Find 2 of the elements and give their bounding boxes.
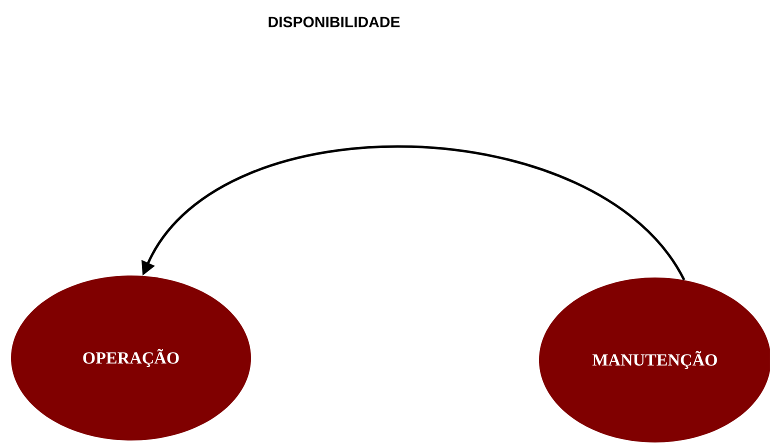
- title: DISPONIBILIDADE: [268, 16, 400, 28]
- ellipse-node: OPERAÇÃO: [11, 275, 251, 440]
